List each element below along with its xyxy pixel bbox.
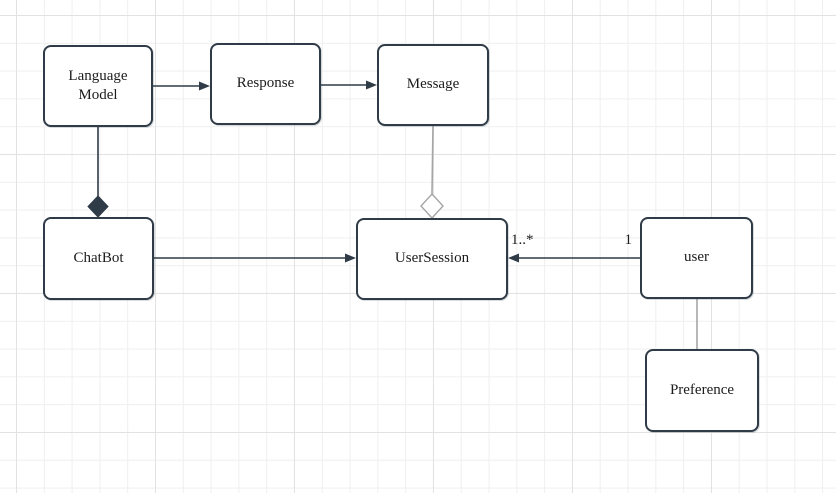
edge-message-usersession[interactable] [420, 125, 444, 220]
node-usersession[interactable]: UserSession [356, 218, 508, 300]
aggregation-diamond-icon [420, 192, 444, 220]
composition-diamond-icon [87, 195, 109, 218]
edge-languagemodel-chatbot[interactable] [87, 127, 109, 218]
arrowhead-right-icon [366, 80, 377, 90]
node-chatbot-label: ChatBot [73, 249, 124, 266]
node-response[interactable]: Response [210, 43, 321, 125]
node-preference-label: Preference [669, 381, 735, 398]
node-message[interactable]: Message [377, 44, 489, 126]
edge-languagemodel-response[interactable] [153, 81, 210, 91]
multiplicity-label-usersession-end[interactable]: 1..* [511, 232, 534, 248]
arrowhead-left-icon [508, 253, 519, 263]
node-preference[interactable]: Preference [645, 349, 759, 432]
arrowhead-right-icon [199, 81, 210, 91]
node-user-label: user [684, 249, 709, 266]
node-user[interactable]: user [640, 217, 753, 299]
node-usersession-label: UserSession [394, 250, 470, 267]
edge-chatbot-usersession[interactable] [154, 253, 356, 263]
node-language-model[interactable]: Language Model [43, 45, 153, 127]
edge-user-usersession[interactable] [508, 253, 640, 263]
edge-response-message[interactable] [321, 80, 377, 90]
node-message-label: Message [406, 76, 460, 93]
arrowhead-right-icon [345, 253, 356, 263]
node-response-label: Response [236, 75, 295, 92]
node-chatbot[interactable]: ChatBot [43, 217, 154, 300]
node-language-model-label: Language Model [68, 67, 128, 104]
multiplicity-label-user-end[interactable]: 1 [624, 232, 633, 248]
